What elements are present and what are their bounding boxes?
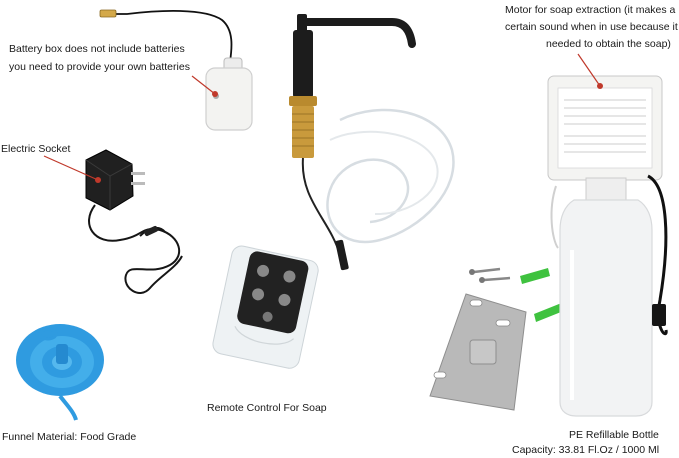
power-adapter-icon: [85, 149, 183, 294]
bottle-label-line1: PE Refillable Bottle: [569, 429, 659, 441]
soap-pump-icon: [289, 14, 455, 271]
battery-box-icon: [99, 9, 253, 131]
funnel-icon: [16, 324, 104, 421]
remote-control-icon: [212, 245, 319, 369]
battery-leader-line: [191, 75, 216, 95]
remote-control-label: Remote Control For Soap: [207, 402, 327, 414]
motor-bottle-icon: [547, 75, 668, 417]
bottle-label-line2: Capacity: 33.81 Fl.Oz / 1000 Ml: [512, 444, 660, 456]
motor-leader-line: [577, 53, 601, 87]
motor-label-line2: certain sound when in use because it is: [505, 21, 679, 33]
battery-label-line1: Battery box does not include batteries: [9, 43, 185, 55]
mounting-plate-icon: [429, 293, 527, 411]
screw-icon: [469, 267, 511, 283]
leader-lines: [43, 53, 601, 181]
leader-dots: [95, 83, 603, 183]
funnel-label: Funnel Material: Food Grade: [2, 431, 137, 443]
wall-anchor-icon: [520, 268, 566, 322]
motor-label-line3: needed to obtain the soap): [546, 38, 671, 50]
battery-label-line2: you need to provide your own batteries: [9, 61, 190, 73]
socket-leader-line: [43, 155, 99, 181]
electric-socket-label: Electric Socket: [1, 143, 71, 155]
motor-label-line1: Motor for soap extraction (it makes a: [505, 4, 676, 16]
